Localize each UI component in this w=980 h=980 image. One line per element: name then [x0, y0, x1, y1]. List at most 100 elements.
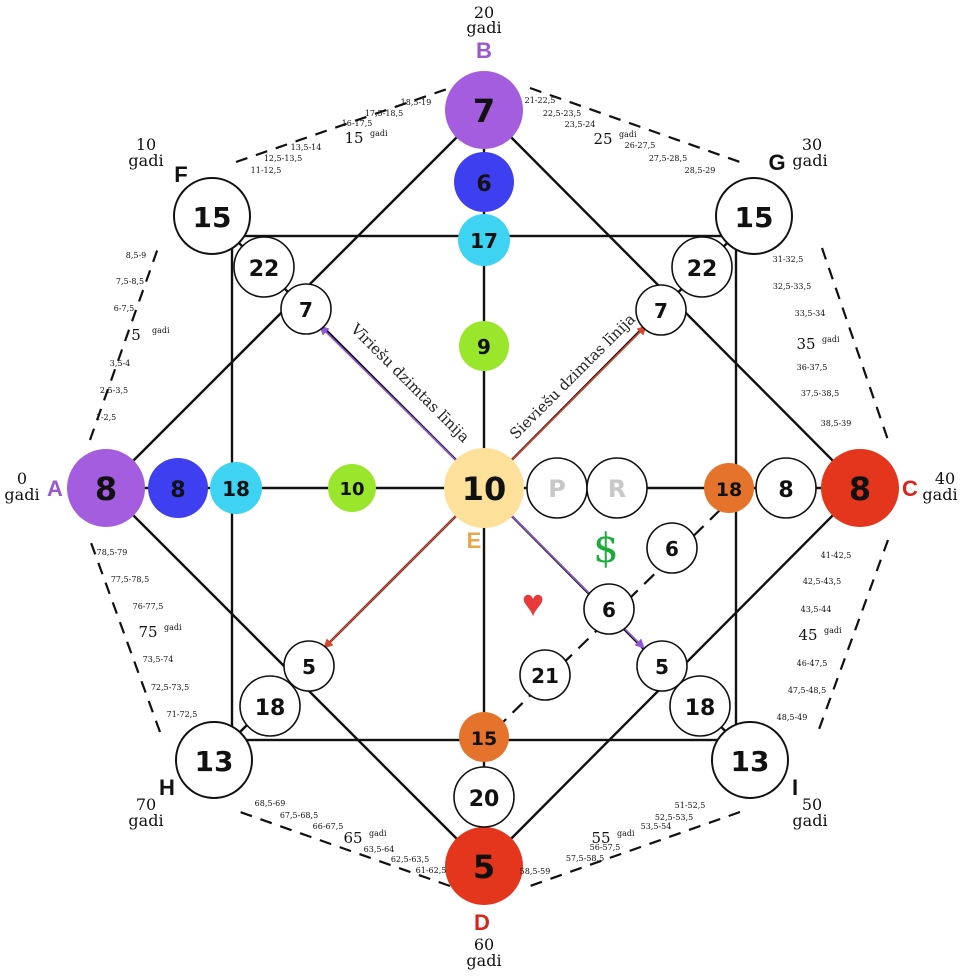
node-h-circle	[175, 721, 253, 799]
top-cyan-circle	[458, 214, 510, 266]
age-label-c-i-5: 47,5-48,5	[788, 686, 826, 695]
year-a-unit: gadi	[4, 485, 39, 504]
age-label-b-g-4: 26-27,5	[625, 141, 656, 150]
node-g-circle	[715, 177, 793, 255]
year-a: 0	[17, 469, 27, 488]
age-mid-g-c: 35	[796, 335, 815, 353]
year-c-unit: gadi	[922, 485, 957, 504]
right-white-value: 8	[778, 478, 793, 503]
node-h: 13	[175, 721, 253, 799]
age-label-a-f-1: 1-2,5	[96, 413, 117, 422]
node-a: 8	[67, 449, 145, 527]
heart-icon: ♥	[522, 583, 545, 625]
node-f: 15	[173, 177, 251, 255]
age-mid-a-f: 5	[131, 326, 141, 344]
year-c: 40	[935, 469, 955, 488]
age-mid-unit-h-a: gadi	[164, 623, 182, 632]
dollar-icon: $	[593, 526, 618, 572]
node-i: 13	[711, 721, 789, 799]
money-mid-circle	[583, 583, 635, 635]
node-c-circle	[821, 449, 899, 527]
age-label-g-c-1: 31-32,5	[773, 255, 804, 264]
top-cyan-value: 17	[470, 229, 498, 253]
left-green-circle	[328, 464, 376, 512]
age-mid-d-h: 65	[343, 829, 362, 847]
age-label-f-b-3: 13,5-14	[291, 143, 322, 152]
age-mid-b-g: 25	[593, 130, 612, 148]
left-cyan-value: 18	[222, 477, 250, 501]
node-b-circle	[445, 71, 523, 149]
right-orange-value: 18	[716, 479, 742, 501]
male-line-label: Vīriešu dzimtas līnija	[346, 319, 473, 446]
f-inner-circle	[280, 283, 332, 335]
p-label: P	[548, 475, 566, 503]
age-label-c-i-6: 48,5-49	[777, 713, 808, 722]
year-i-unit: gadi	[792, 811, 827, 830]
year-h: 70	[136, 795, 156, 814]
left-blue-circle	[148, 458, 208, 518]
love-circle	[519, 649, 571, 701]
age-label-i-d-1: 51-52,5	[675, 801, 706, 810]
age-label-a-f-3: 3,5-4	[110, 359, 131, 368]
age-label-b-g-5: 27,5-28,5	[649, 154, 687, 163]
age-label-h-a-5: 77,5-78,5	[111, 575, 149, 584]
letter-b: B	[476, 38, 492, 63]
age-mid-unit-i-d: gadi	[617, 829, 635, 838]
bottom-orange-value: 15	[471, 728, 497, 750]
age-mid-h-a: 75	[138, 623, 157, 641]
age-label-h-a-1: 71-72,5	[167, 710, 198, 719]
top-blue-value: 6	[476, 172, 491, 197]
h-outer-circle	[239, 675, 301, 737]
node-a-value: 8	[95, 470, 117, 508]
letter-h: H	[159, 775, 175, 800]
female-line-label: Sieviešu dzimtas līnija	[506, 310, 639, 443]
f-inner-value: 7	[299, 298, 313, 322]
node-d-circle	[445, 827, 523, 905]
money-mid-value: 6	[602, 598, 616, 622]
age-label-i-d-5: 57,5-58,5	[566, 854, 604, 863]
i-outer-circle	[669, 675, 731, 737]
year-d-unit: gadi	[466, 951, 501, 970]
node-g: 15	[715, 177, 793, 255]
node-e-value: 10	[462, 470, 507, 508]
year-g: 30	[802, 135, 822, 154]
age-label-f-b-5: 17,5-18,5	[365, 109, 403, 118]
age-mid-unit-g-c: gadi	[822, 335, 840, 344]
node-f-value: 15	[193, 201, 232, 234]
node-f-circle	[173, 177, 251, 255]
g-outer-value: 22	[687, 257, 718, 282]
g-inner-circle	[635, 284, 687, 336]
bottom-white-circle	[453, 766, 515, 828]
year-g-unit: gadi	[792, 151, 827, 170]
year-b: 20	[474, 3, 494, 22]
age-label-g-c-6: 38,5-39	[821, 419, 852, 428]
age-label-g-c-3: 33,5-34	[795, 309, 826, 318]
h-inner-circle	[283, 640, 335, 692]
age-mid-c-i: 45	[798, 626, 817, 644]
age-label-c-i-2: 42,5-43,5	[803, 577, 841, 586]
f-outer-value: 22	[249, 257, 280, 282]
age-label-d-h-4: 66-67,5	[313, 822, 344, 831]
age-label-a-f-5: 7,5-8,5	[116, 277, 144, 286]
year-i: 50	[802, 795, 822, 814]
age-label-d-h-2: 62,5-63,5	[391, 855, 429, 864]
age-label-i-d-6: 58,5-59	[520, 867, 551, 876]
node-e: 10	[444, 448, 524, 528]
right-white-circle	[755, 457, 817, 519]
age-mid-i-d: 55	[591, 829, 610, 847]
age-label-b-g-6: 28,5-29	[685, 166, 716, 175]
r-label: R	[608, 475, 626, 503]
age-label-f-b-6: 18,5-19	[401, 98, 432, 107]
age-label-b-g-3: 23,5-24	[565, 120, 596, 129]
year-f-unit: gadi	[128, 151, 163, 170]
dashed-edge-a-f	[88, 247, 160, 441]
age-mid-unit-c-i: gadi	[824, 626, 842, 635]
dashed-edge-d-h	[239, 810, 451, 888]
year-f: 10	[136, 135, 156, 154]
age-label-a-f-2: 2,5-3,5	[100, 386, 128, 395]
age-label-g-c-4: 36-37,5	[797, 363, 828, 372]
age-label-d-h-3: 63,5-64	[364, 845, 395, 854]
i-outer-value: 18	[685, 696, 716, 721]
